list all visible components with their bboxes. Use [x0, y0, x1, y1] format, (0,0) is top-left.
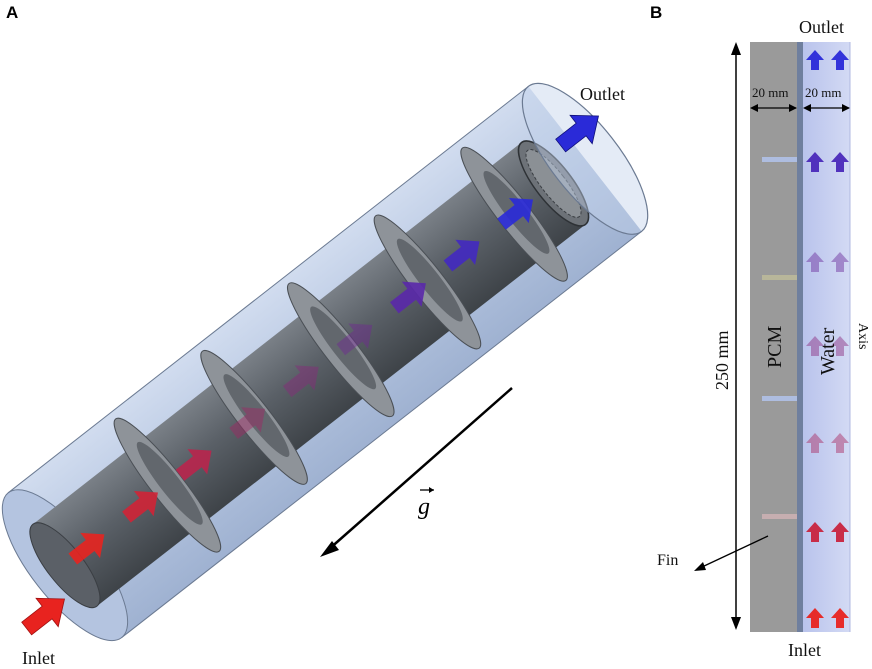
fin-group — [113, 146, 568, 553]
pcm-label: PCM — [764, 326, 786, 368]
water-width-left-head — [803, 104, 811, 112]
water-flow-arrow — [806, 252, 824, 272]
length-dimension-bottom-head — [731, 617, 741, 630]
fin-hub — [223, 374, 290, 457]
fin-pointer-head — [694, 562, 706, 571]
gravity-symbol: g — [418, 494, 430, 520]
inlet-label-b: Inlet — [788, 640, 821, 660]
fin-2d — [762, 275, 797, 280]
outlet-arrow-3d — [555, 114, 599, 153]
pcm-width-label: 20 mm — [752, 85, 788, 100]
panel-b-letter: B — [650, 3, 662, 22]
water-flow-arrow — [806, 50, 824, 70]
water-label: Water — [817, 327, 839, 375]
water-width-right-head — [842, 104, 850, 112]
pcm-width-right-head — [789, 104, 797, 112]
tube-outlet-opening — [525, 149, 582, 218]
flow-arrow — [229, 407, 266, 439]
tube-wall — [797, 42, 803, 632]
shell-top-edge — [8, 85, 529, 494]
outlet-label-b: Outlet — [799, 17, 844, 37]
water-flow-arrow — [831, 522, 849, 542]
pcm-width-left-head — [750, 104, 758, 112]
flow-arrow — [336, 323, 373, 356]
water-flow-arrow — [831, 336, 849, 356]
fin-hub — [396, 238, 463, 322]
water-flow-arrow — [806, 522, 824, 542]
gravity-vector-bar-head — [429, 487, 434, 493]
water-flow-arrows — [806, 50, 849, 628]
fin-label: Fin — [657, 552, 678, 569]
water-flow-arrow — [806, 336, 824, 356]
fin-2d — [762, 157, 797, 162]
inlet-arrow-3d — [21, 597, 65, 636]
flow-arrow — [68, 532, 105, 565]
pcm-region — [750, 42, 798, 632]
panel-a-letter: A — [6, 3, 18, 22]
water-flow-arrow — [831, 608, 849, 628]
flow-arrow — [390, 281, 426, 314]
flow-arrow — [122, 490, 158, 523]
flow-arrow — [175, 449, 212, 481]
water-flow-arrow — [831, 152, 849, 172]
fin-2d — [762, 396, 797, 401]
water-width-label: 20 mm — [805, 85, 841, 100]
fin-2d — [762, 514, 797, 519]
water-flow-arrow — [831, 252, 849, 272]
gravity-arrow — [327, 387, 513, 551]
water-flow-arrow — [806, 152, 824, 172]
inlet-label-a: Inlet — [22, 648, 55, 668]
fin-hub — [310, 306, 377, 390]
water-flow-arrow — [806, 608, 824, 628]
flow-arrow — [282, 365, 319, 398]
water-flow-arrow — [831, 50, 849, 70]
water-flow-arrow — [831, 433, 849, 453]
water-flow-arrow — [806, 433, 824, 453]
heat-exchanger-3d — [1, 82, 649, 642]
flow-arrow — [497, 197, 534, 230]
axis-label: Axis — [855, 323, 870, 349]
length-label: 250 mm — [712, 330, 732, 390]
shell-bottom-edge — [121, 230, 642, 639]
fin-pointer-line — [701, 535, 769, 568]
gravity-arrowhead — [320, 541, 339, 557]
outlet-label-a: Outlet — [580, 84, 625, 104]
flow-arrow-group — [68, 197, 534, 565]
fin-hub — [136, 441, 203, 525]
flow-arrow — [443, 239, 480, 272]
length-dimension-top-head — [731, 42, 741, 55]
